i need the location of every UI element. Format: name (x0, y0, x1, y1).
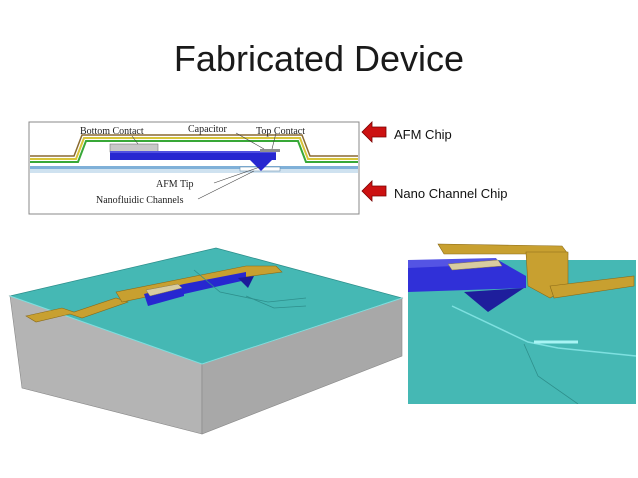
device-3d-render (8, 247, 404, 435)
channel-line-1 (193, 269, 307, 303)
capacitor (260, 149, 280, 152)
cantilever (110, 153, 276, 160)
green-layer (30, 140, 358, 163)
leader-nanofluidic (197, 170, 255, 200)
afm-tip-render (238, 276, 254, 288)
capacitor-pad (145, 283, 183, 297)
cantilever-top (110, 151, 276, 153)
nano-channel-chip-top-layer (30, 166, 358, 169)
label-nanofluidic-channels: Nanofluidic Channels (96, 195, 184, 206)
gold-contact-left (25, 297, 129, 323)
nano-channel-chip-layer (30, 169, 358, 173)
leader-top-contact (271, 132, 277, 150)
zoom-channel-2 (523, 343, 579, 404)
label-bottom-contact: Bottom Contact (80, 126, 144, 137)
slide-title: Fabricated Device (173, 38, 465, 79)
zoom-cantilever (408, 260, 526, 292)
zoom-capacitor (447, 259, 503, 271)
afm-tip (250, 160, 272, 171)
callout-arrows (361, 121, 387, 202)
zoom-afm-tip (464, 288, 524, 312)
arrow-afm-chip-icon (361, 121, 387, 143)
arrow-nano-channel-chip-icon (361, 180, 387, 202)
brown-layer (30, 134, 358, 157)
chip-edge-highlight (9, 295, 403, 365)
label-afm-tip: AFM Tip (156, 179, 194, 190)
zoom-gold-right (549, 275, 635, 299)
device-zoom-render (408, 236, 636, 404)
leader-bottom-contact (131, 135, 139, 145)
cantilever-beam (184, 272, 246, 294)
cross-section-schematic: Bottom Contact Capacitor Top Contact AFM… (28, 121, 360, 215)
label-top-contact: Top Contact (256, 126, 305, 137)
leader-capacitor (235, 132, 265, 150)
bottom-contact (109, 143, 159, 153)
zoom-channel-1 (451, 305, 636, 357)
afm-chip-label: AFM Chip (394, 127, 452, 142)
zoom-cantilever-top (408, 258, 500, 268)
leader-afm-tip (213, 166, 261, 184)
yellow-layer (30, 137, 358, 160)
channel-line-2 (245, 295, 307, 309)
nano-channel-chip-label: Nano Channel Chip (394, 186, 508, 201)
label-capacitor: Capacitor (188, 124, 228, 135)
